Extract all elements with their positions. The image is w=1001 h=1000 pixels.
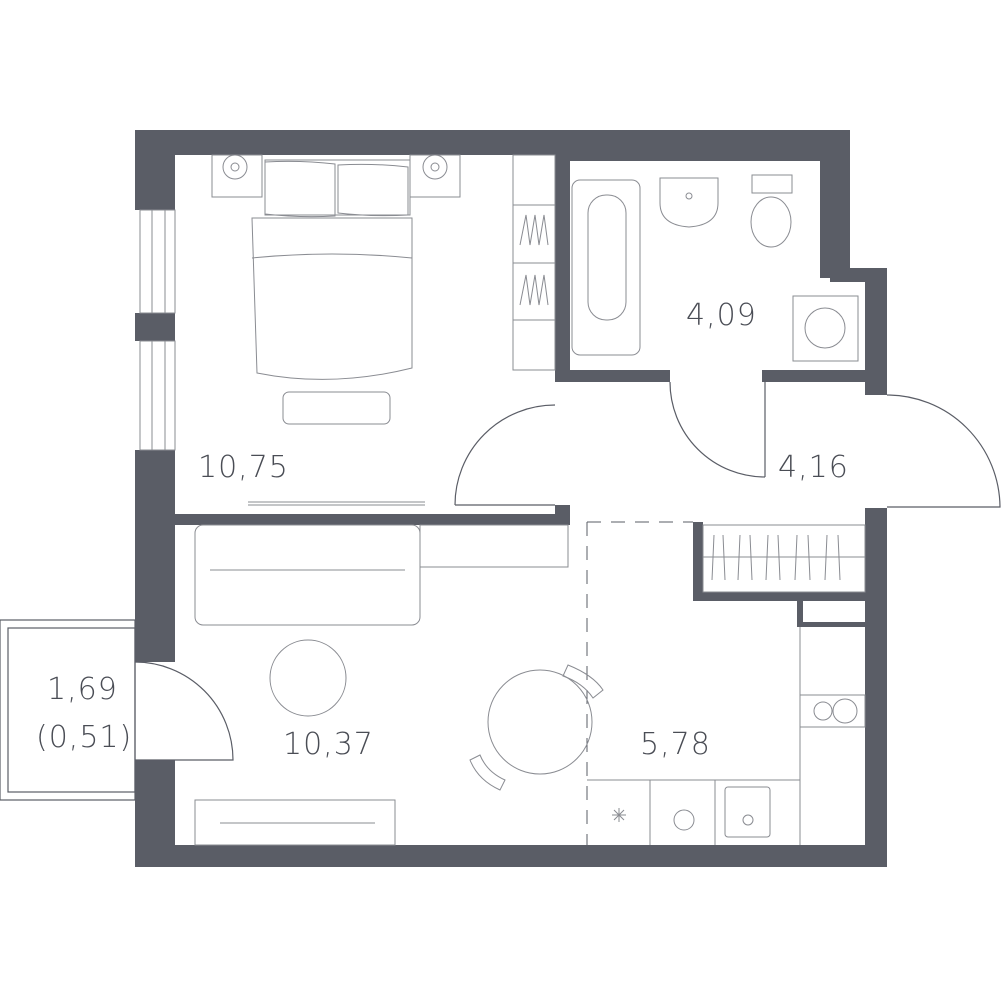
room-reduced-area-balcony: (0,51)	[36, 720, 133, 755]
room-area-kitchen: 5,78	[640, 727, 711, 762]
doors	[134, 381, 1001, 845]
walls	[135, 130, 887, 867]
room-area-hallway: 4,16	[778, 450, 849, 485]
tv-stand	[194, 799, 396, 846]
coffee-table	[269, 639, 347, 717]
wardrobe-bedroom	[512, 154, 556, 371]
bathroom-fixtures	[571, 174, 859, 362]
windows	[139, 209, 176, 451]
kitchen-fixtures	[587, 524, 866, 845]
dining-table	[469, 664, 604, 791]
sofa	[194, 524, 569, 626]
room-area-bedroom: 10,75	[198, 450, 289, 485]
room-area-living-room: 10,37	[283, 727, 374, 762]
balcony	[0, 619, 136, 801]
bed	[211, 154, 461, 506]
room-area-balcony: 1,69	[47, 672, 118, 707]
room-area-bathroom: 4,09	[686, 298, 757, 333]
